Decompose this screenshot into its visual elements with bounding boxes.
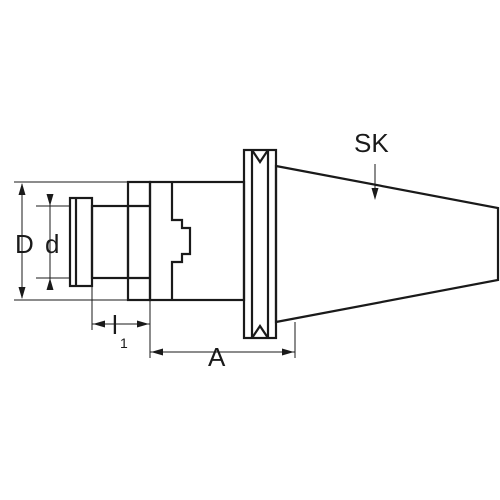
shank <box>90 204 130 280</box>
label-l1: l <box>112 310 118 340</box>
label-a: A <box>208 342 226 372</box>
sk-leader <box>371 164 379 200</box>
body <box>148 180 246 302</box>
front-collar <box>126 180 152 302</box>
dimension-d-inner <box>36 194 70 290</box>
label-d-outer: D <box>15 229 34 259</box>
dimension-a <box>149 322 296 358</box>
flange <box>242 148 278 340</box>
dimension-d-outer <box>14 181 128 301</box>
nose-cap <box>68 196 94 288</box>
taper-cone <box>274 164 500 324</box>
label-sk: SK <box>354 128 389 158</box>
label-l1-subscript: 1 <box>120 335 128 351</box>
dimension-l1 <box>91 286 151 330</box>
label-d-inner: d <box>45 229 59 259</box>
